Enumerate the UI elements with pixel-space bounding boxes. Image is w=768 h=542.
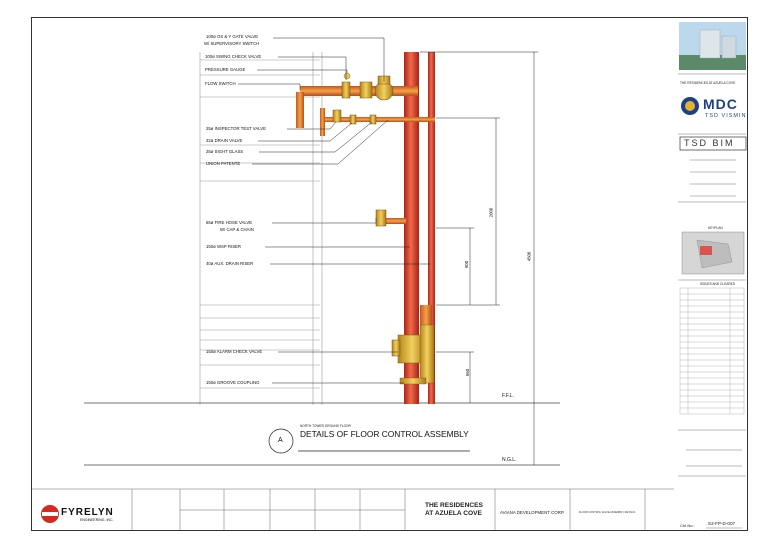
keyplan-label: KEYPLAN	[708, 226, 723, 230]
bim-logo-text: TSD BIM	[684, 138, 735, 148]
gate-valve-label: 100ø OS & Y GATE VALVE	[206, 34, 259, 39]
sheet-description: FLOOR CONTROL VALVE ASSEMBLY DETAILS	[578, 511, 636, 514]
owner-name: AVIANA DEVELOPMENT CORP.	[500, 510, 565, 515]
inspector-valve-label: 25ø INSPECTOR TEST VALVE	[206, 126, 267, 131]
ffl-label: F.F.L.	[502, 393, 514, 399]
dimension-560: 560	[465, 368, 471, 377]
pressure-gauge-label: PRESSURE GAUGE	[205, 67, 246, 72]
ctrl-no-label: Ctrl No.:	[680, 523, 695, 528]
drain-riser-pipe	[428, 52, 435, 404]
dimension-2000: 2000	[488, 207, 494, 218]
check-valve-label: 100ø SWING CHECK VALVE	[205, 54, 262, 59]
contractor-name: FYRELYN	[61, 507, 114, 518]
drawing-sheet	[31, 17, 748, 531]
gate-valve-handwheel	[374, 81, 394, 101]
wsp-riser-label: 150ø WSP RISER	[206, 244, 242, 249]
drain-riser-label: 40ø AUX. DRAIN RISER	[206, 261, 254, 266]
project-title-line1: THE RESIDENCES	[425, 502, 483, 509]
alarm-valve-label: 150ø ALARM CHECK VALVE	[206, 349, 263, 354]
ngl-label: N.G.L.	[502, 457, 517, 463]
union-label: UNION PATENTE	[206, 161, 241, 166]
gate-valve-label-2: W/ SUPERVISORY SWITCH	[204, 40, 260, 46]
project-title-line2: AT AZUELA COVE	[425, 510, 482, 517]
contractor-sub: ENGINEERING, INC.	[80, 518, 114, 522]
dimension-4500: 4500	[526, 251, 532, 262]
sight-glass-label: 25ø SIGHT GLASS	[206, 149, 244, 154]
mdc-logo-text: MDC	[703, 96, 738, 112]
flow-switch-label: FLOW SWITCH	[205, 81, 236, 86]
detail-title: DETAILS OF FLOOR CONTROL ASSEMBLY	[300, 429, 469, 439]
fire-hose-valve	[375, 209, 387, 227]
detail-marker-letter: A	[278, 437, 283, 444]
dimension-900: 900	[464, 260, 470, 269]
hose-valve-label: 65ø FIRE HOSE VALVE	[206, 220, 253, 225]
ctrl-no-value: S2-FP-D-007	[708, 521, 736, 526]
wsp-riser-pipe	[404, 52, 419, 404]
drain-valve-label: 32ø DRAIN VALVE	[206, 138, 243, 143]
groove-coupling-label: 150ø GROOVE COUPLING	[206, 380, 260, 385]
tb-project-name: THE RESIDENCES AT AZUELA COVE	[680, 81, 736, 85]
hose-valve-label-2: W/ CAP & CHAIN	[220, 226, 254, 232]
detail-marker	[268, 428, 294, 454]
bim-logo	[679, 136, 747, 151]
detail-caption: NORTH TOWER GROUND FLOOR	[300, 424, 351, 428]
mdc-logo-sub: TSD VISMIN	[705, 113, 747, 119]
issues-label: ISSUES AND CLEARED	[700, 282, 736, 286]
